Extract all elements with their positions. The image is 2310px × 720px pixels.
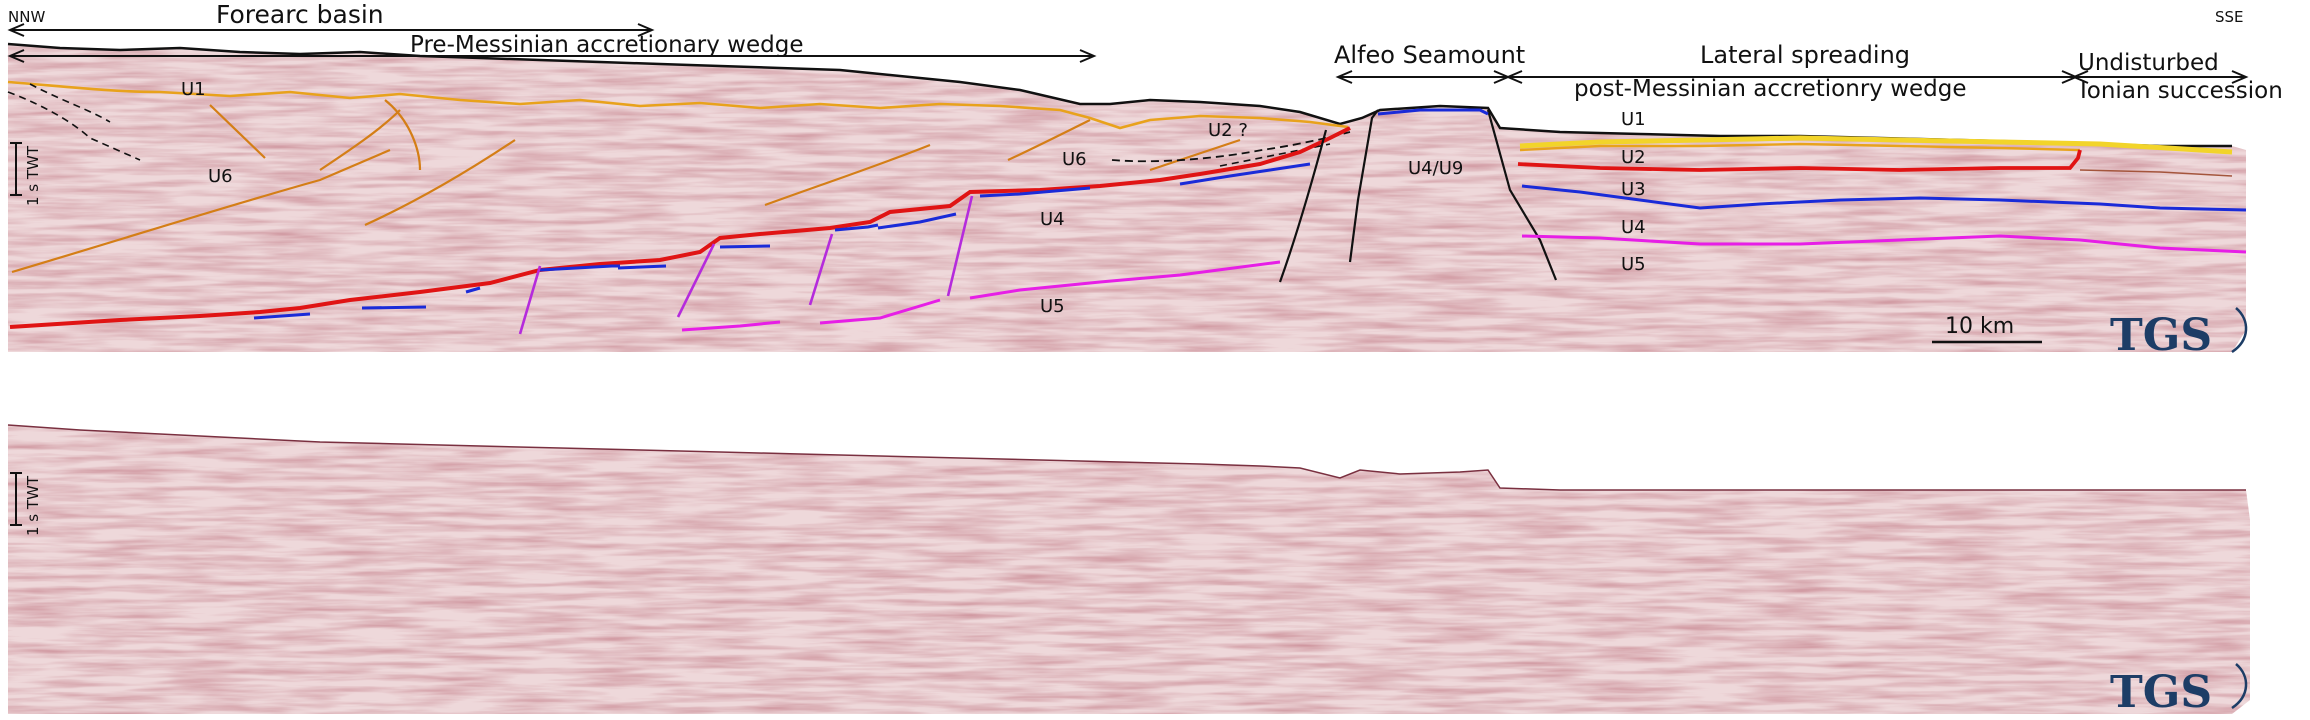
bottom-seismic-section bbox=[8, 425, 2250, 714]
undisturbed-arrow bbox=[2071, 70, 2249, 84]
vertical-scale-bar-bottom bbox=[10, 472, 22, 526]
orientation-right-label: SSE bbox=[2215, 8, 2244, 26]
tgs-logo-top: TGS bbox=[2110, 307, 2248, 361]
purple-normal-faults bbox=[518, 195, 974, 335]
unit-label-u4-right: U4 bbox=[1621, 217, 1646, 238]
u5-magenta-horizon bbox=[681, 260, 1281, 332]
seafloor-line-bottom bbox=[7, 424, 2246, 491]
u4-blue-horizon-right bbox=[1521, 184, 2247, 212]
orientation-left-label: NNW bbox=[8, 8, 45, 26]
u1-orange-horizon-right bbox=[1519, 142, 2081, 152]
top-panel: NNW SSE Forearc basin Pre-Messinian accr… bbox=[7, 0, 2283, 361]
undisturbed-label: Undisturbed bbox=[2078, 50, 2219, 76]
orange-thrust-faults bbox=[11, 99, 1241, 274]
unit-label-u3-right: U3 bbox=[1621, 179, 1646, 200]
dashed-reflector-u2-b bbox=[1219, 143, 1331, 167]
alfeo-seamount-label: Alfeo Seamount bbox=[1334, 41, 1525, 69]
seamount-top-blue-horizon bbox=[1377, 108, 1489, 116]
tgs-logo-bottom: TGS bbox=[2110, 663, 2248, 718]
unit-label-u4-u9: U4/U9 bbox=[1408, 158, 1463, 179]
unit-label-u1-left: U1 bbox=[181, 79, 206, 100]
ionian-succession-label: Ionian succession bbox=[2080, 78, 2283, 104]
u2-base-red-horizon-right bbox=[1517, 149, 2082, 172]
dashed-reflector-u2 bbox=[1111, 131, 1351, 163]
u2-base-brown-horizon-right bbox=[2079, 169, 2233, 177]
horizontal-scale-label: 10 km bbox=[1945, 314, 2014, 339]
unit-label-u6-left: U6 bbox=[208, 166, 233, 187]
vertical-scale-label-top: 1 s TWT bbox=[24, 145, 42, 206]
unit-label-u5-mid: U5 bbox=[1040, 296, 1065, 317]
unit-label-u2-query: U2 ? bbox=[1208, 120, 1248, 141]
alfeo-seamount-faults bbox=[1278, 109, 1558, 283]
unit-label-u6-mid: U6 bbox=[1062, 149, 1087, 170]
unit-label-u1-right: U1 bbox=[1621, 109, 1646, 130]
svg-text:TGS: TGS bbox=[2110, 310, 2212, 361]
vertical-scale-label-bottom: 1 s TWT bbox=[24, 475, 42, 536]
pre-messinian-wedge-arrow bbox=[7, 49, 1097, 63]
unit-label-u4-mid: U4 bbox=[1040, 209, 1065, 230]
lateral-spreading-label: Lateral spreading bbox=[1700, 41, 1910, 69]
seafloor-line bbox=[7, 42, 2232, 148]
forearc-basin-label: Forearc basin bbox=[216, 0, 384, 29]
alfeo-seamount-arrow bbox=[1335, 70, 1511, 84]
u4-blue-horizon-segments bbox=[253, 162, 1311, 320]
u1-base-horizon-left bbox=[7, 80, 1349, 130]
u1-dashed-faults-left bbox=[7, 83, 141, 161]
svg-text:TGS: TGS bbox=[2110, 667, 2212, 718]
pre-messinian-wedge-label: Pre-Messinian accretionary wedge bbox=[410, 32, 804, 58]
post-messinian-wedge-label: post-Messinian accretionry wedge bbox=[1574, 76, 1967, 102]
unit-label-u2-right: U2 bbox=[1621, 147, 1646, 168]
unit-label-u5-right: U5 bbox=[1621, 254, 1646, 275]
forearc-basin-arrow bbox=[7, 23, 655, 37]
u5-magenta-horizon-right bbox=[1521, 234, 2247, 254]
vertical-scale-bar-top bbox=[10, 142, 22, 196]
u1-yellow-horizon-right bbox=[1519, 135, 2233, 155]
bottom-panel: 1 s TWT TGS bbox=[7, 424, 2250, 718]
bottom-seismic-texture bbox=[8, 425, 2250, 714]
u2-base-red-horizon-left bbox=[9, 126, 1351, 329]
